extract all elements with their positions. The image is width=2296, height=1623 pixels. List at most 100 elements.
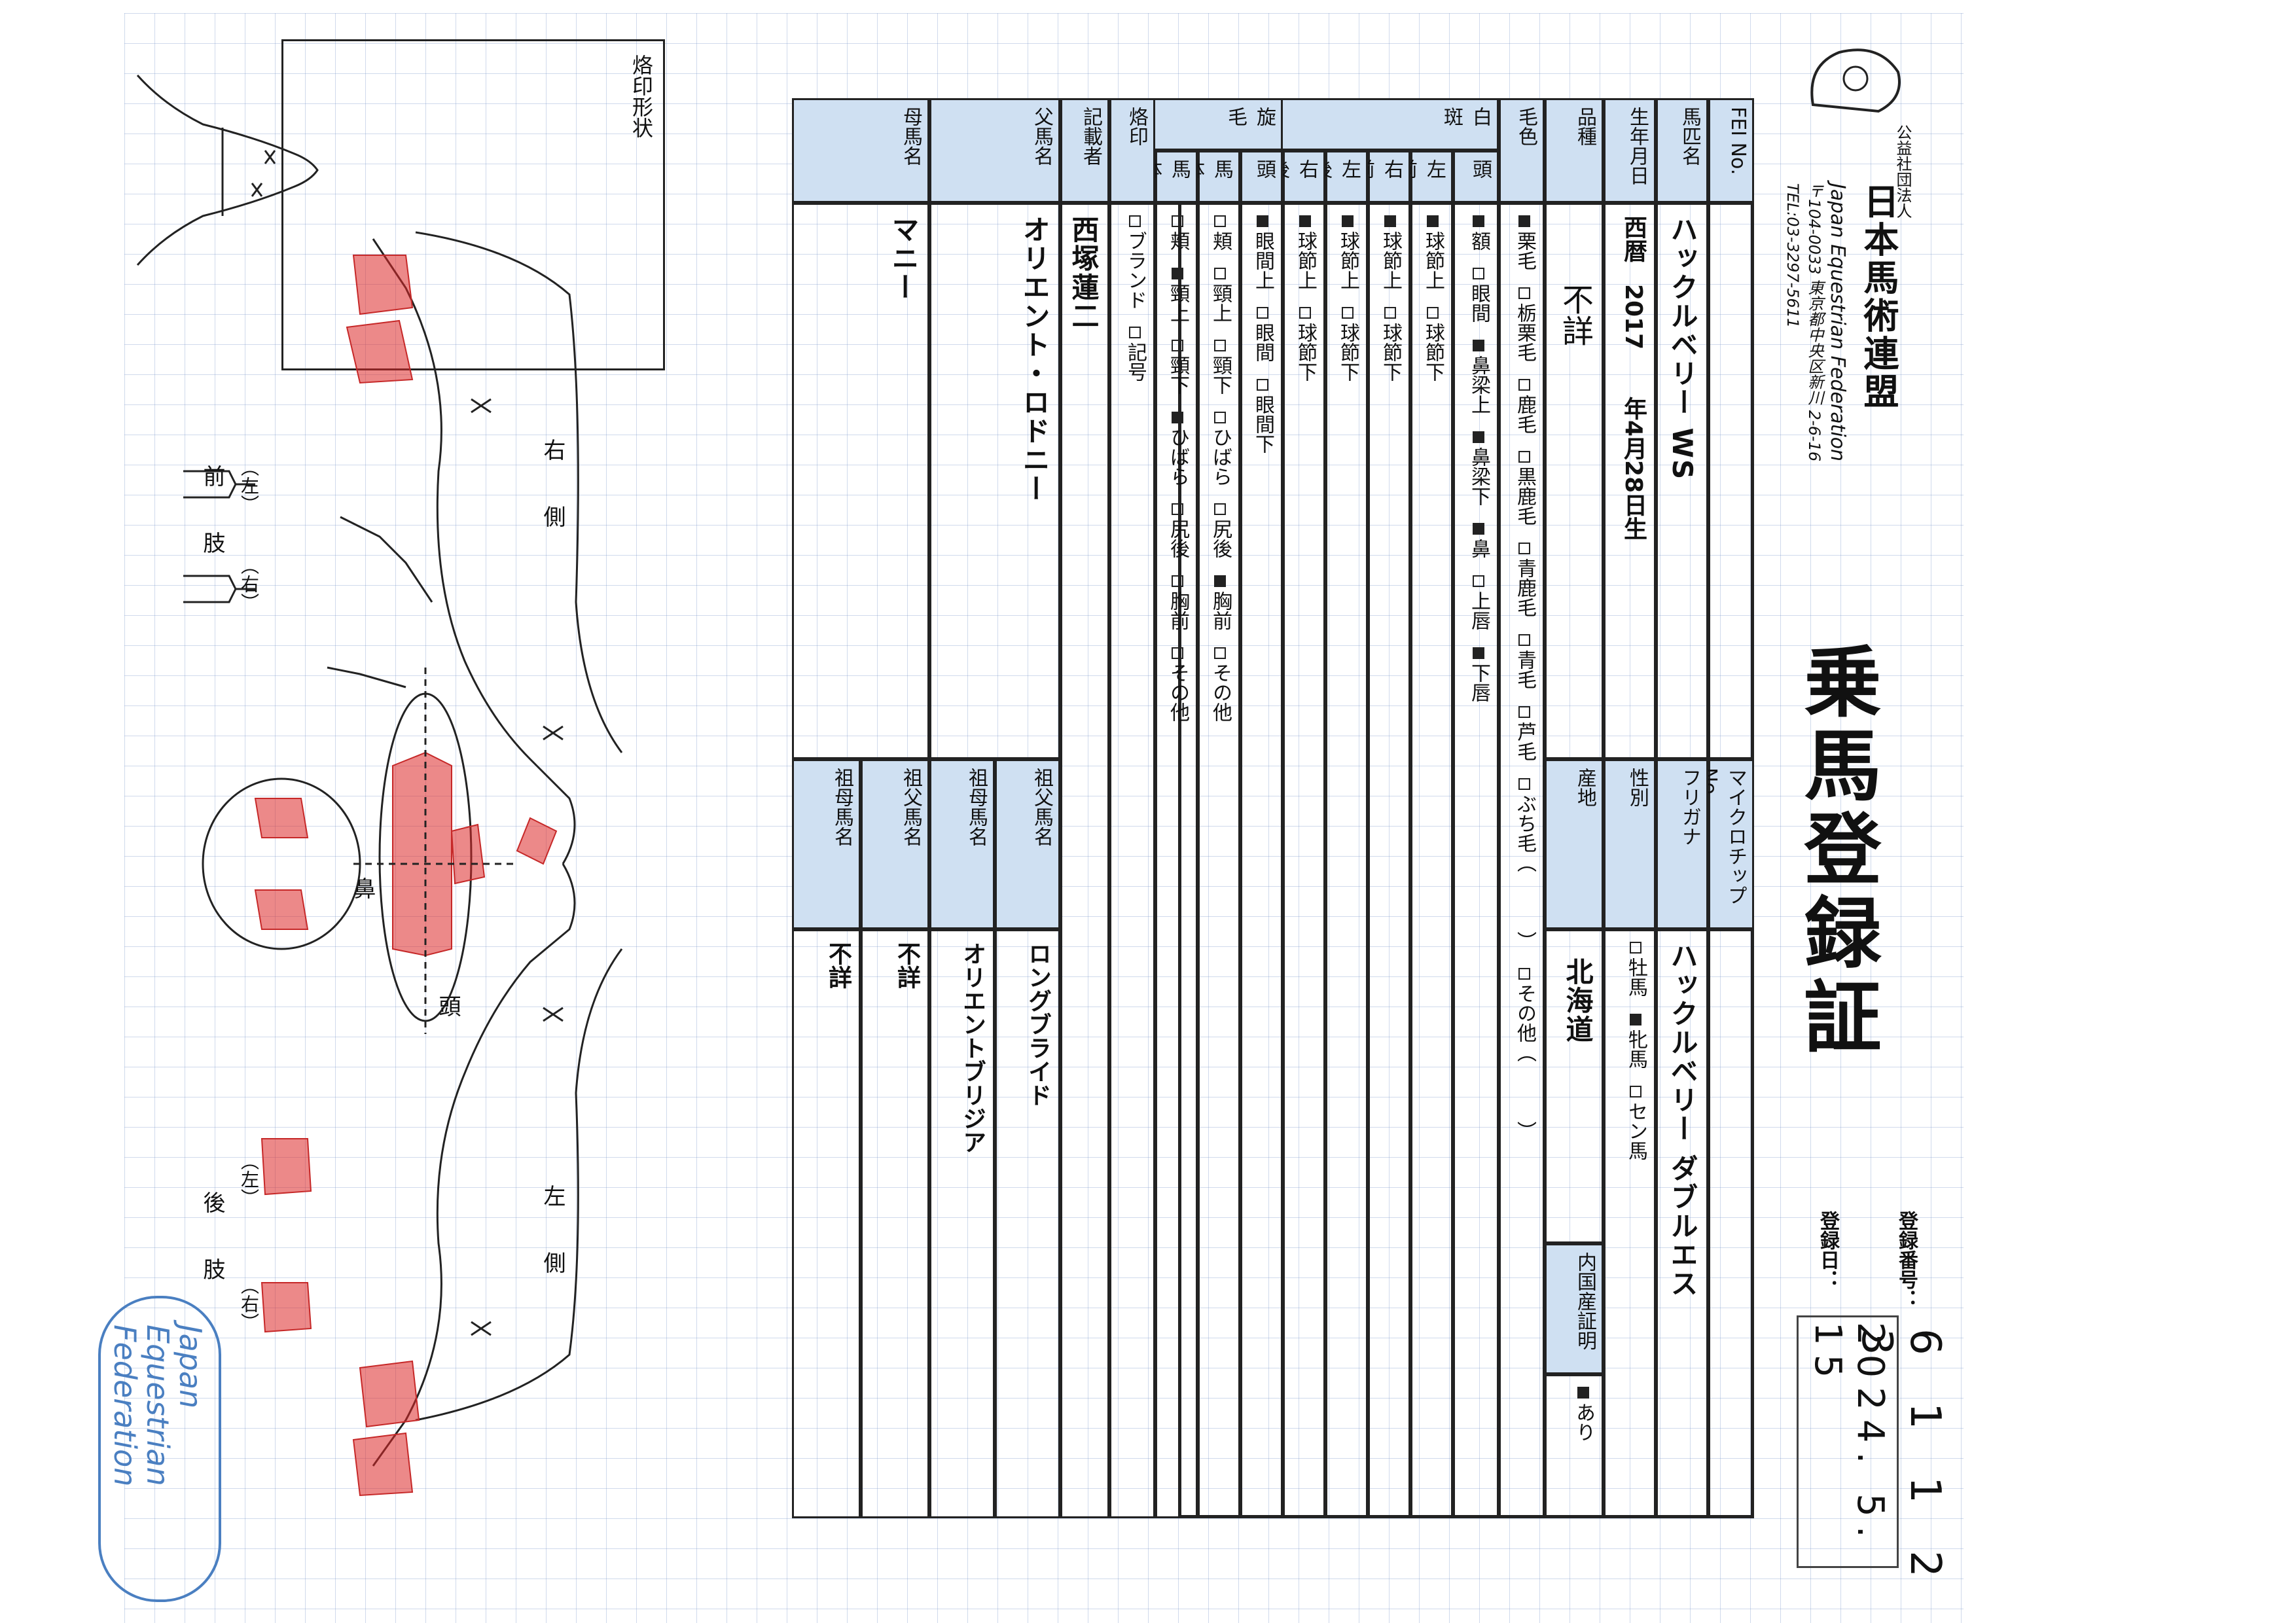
unchecked-box-icon[interactable] [1172,215,1183,227]
unchecked-box-icon[interactable] [1518,778,1530,790]
checked-box-icon[interactable] [1577,1387,1589,1399]
option-item[interactable]: 下唇 [1464,647,1493,702]
option-item[interactable]: 頸上 [1163,268,1192,323]
unchecked-box-icon[interactable] [1172,575,1183,587]
unchecked-box-icon[interactable] [1299,307,1311,319]
option-item[interactable]: ひばら [1206,412,1234,486]
option-item[interactable]: ブランド [1121,215,1149,310]
unchecked-box-icon[interactable] [1518,968,1530,980]
option-item[interactable]: セン馬 [1621,1086,1650,1160]
option-item[interactable]: 尻後 [1206,503,1234,558]
option-item[interactable]: 牝馬 [1621,1014,1650,1069]
option-item[interactable]: その他 [1163,647,1192,722]
unchecked-box-icon[interactable] [1518,451,1530,463]
option-item[interactable]: 球節上 [1333,215,1362,290]
option-item[interactable]: 青鹿毛 [1510,543,1539,617]
checked-box-icon[interactable] [1342,215,1354,227]
checked-box-icon[interactable] [1299,215,1311,227]
checked-box-icon[interactable] [1473,647,1484,659]
unchecked-box-icon[interactable] [1214,340,1226,351]
option-item[interactable]: 胸前 [1163,575,1192,630]
option-item[interactable]: あり [1569,1387,1598,1442]
unchecked-box-icon[interactable] [1384,307,1396,319]
option-item[interactable]: 芦毛 [1510,706,1539,761]
option-item[interactable]: 球節上 [1376,215,1405,290]
option-item[interactable]: 額 [1464,215,1493,251]
option-item[interactable]: 球節上 [1418,215,1447,290]
option-item[interactable]: 尻後 [1163,503,1192,558]
unchecked-box-icon[interactable] [1214,215,1226,227]
option-item[interactable]: ぶち毛（ ） [1510,778,1539,951]
unchecked-box-icon[interactable] [1630,942,1641,954]
unchecked-box-icon[interactable] [1257,307,1268,319]
option-item[interactable]: 眼間下 [1248,379,1277,454]
unchecked-box-icon[interactable] [1214,412,1226,423]
option-item[interactable]: 球節下 [1291,307,1319,382]
option-item[interactable]: 鼻 [1464,523,1493,558]
checked-box-icon[interactable] [1257,215,1268,227]
checked-box-icon[interactable] [1427,215,1439,227]
unchecked-box-icon[interactable] [1172,340,1183,351]
option-item[interactable]: 栗毛 [1510,215,1539,270]
option-label: 芦毛 [1513,722,1536,761]
checked-box-icon[interactable] [1473,431,1484,443]
option-item[interactable]: 頬 [1163,215,1192,251]
checked-box-icon[interactable] [1172,412,1183,423]
unchecked-box-icon[interactable] [1129,215,1141,227]
sire-dam-label: 祖母馬名 [929,759,995,929]
option-item[interactable]: その他 [1206,647,1234,722]
option-item[interactable]: 球節下 [1418,307,1447,382]
option-item[interactable]: 頸下 [1163,340,1192,395]
unchecked-box-icon[interactable] [1172,647,1183,659]
unchecked-box-icon[interactable] [1214,503,1226,515]
right-side-drawing [327,231,623,865]
option-item[interactable]: 眼間上 [1248,215,1277,290]
option-item[interactable]: 球節下 [1333,307,1362,382]
checked-box-icon[interactable] [1384,215,1396,227]
option-item[interactable]: 眼間 [1248,307,1277,362]
unchecked-box-icon[interactable] [1518,634,1530,646]
checked-box-icon[interactable] [1473,340,1484,351]
unchecked-box-icon[interactable] [1129,327,1141,338]
unchecked-box-icon[interactable] [1518,287,1530,299]
unchecked-box-icon[interactable] [1518,543,1530,554]
option-item[interactable]: 記号 [1121,327,1149,382]
option-item[interactable]: 鹿毛 [1510,379,1539,434]
checked-box-icon[interactable] [1630,1014,1641,1026]
option-item[interactable]: 球節下 [1376,307,1405,382]
option-label: その他 [1166,663,1189,722]
option-item[interactable]: 胸前 [1206,575,1234,630]
option-item[interactable]: 頬 [1206,215,1234,251]
checked-box-icon[interactable] [1214,575,1226,587]
checked-box-icon[interactable] [1172,268,1183,279]
unchecked-box-icon[interactable] [1342,307,1354,319]
unchecked-box-icon[interactable] [1214,647,1226,659]
unchecked-box-icon[interactable] [1630,1086,1641,1097]
option-item[interactable]: その他（ ） [1510,968,1539,1141]
option-item[interactable]: 栃栗毛 [1510,287,1539,362]
option-item[interactable]: 頸上 [1206,268,1234,323]
checked-box-icon[interactable] [1518,215,1530,227]
option-item[interactable]: 上唇 [1464,575,1493,630]
option-label: 眼間上 [1251,231,1274,290]
unchecked-box-icon[interactable] [1257,379,1268,391]
unchecked-box-icon[interactable] [1172,503,1183,515]
option-item[interactable]: 青毛 [1510,634,1539,689]
option-item[interactable]: 鼻梁下 [1464,431,1493,506]
unchecked-box-icon[interactable] [1214,268,1226,279]
option-item[interactable]: 頸下 [1206,340,1234,395]
unchecked-box-icon[interactable] [1518,379,1530,391]
option-item[interactable]: ひばら [1163,412,1192,486]
option-item[interactable]: 球節上 [1291,215,1319,290]
checked-box-icon[interactable] [1473,215,1484,227]
unchecked-box-icon[interactable] [1473,268,1484,279]
unchecked-box-icon[interactable] [1518,706,1530,718]
option-item[interactable]: 眼間 [1464,268,1493,323]
option-item[interactable]: 鼻梁上 [1464,340,1493,414]
unchecked-box-icon[interactable] [1473,575,1484,587]
org-name-en: Japan Equestrian Federation [1826,183,1849,462]
checked-box-icon[interactable] [1473,523,1484,535]
option-item[interactable]: 牡馬 [1621,942,1650,997]
option-item[interactable]: 黒鹿毛 [1510,451,1539,526]
unchecked-box-icon[interactable] [1427,307,1439,319]
